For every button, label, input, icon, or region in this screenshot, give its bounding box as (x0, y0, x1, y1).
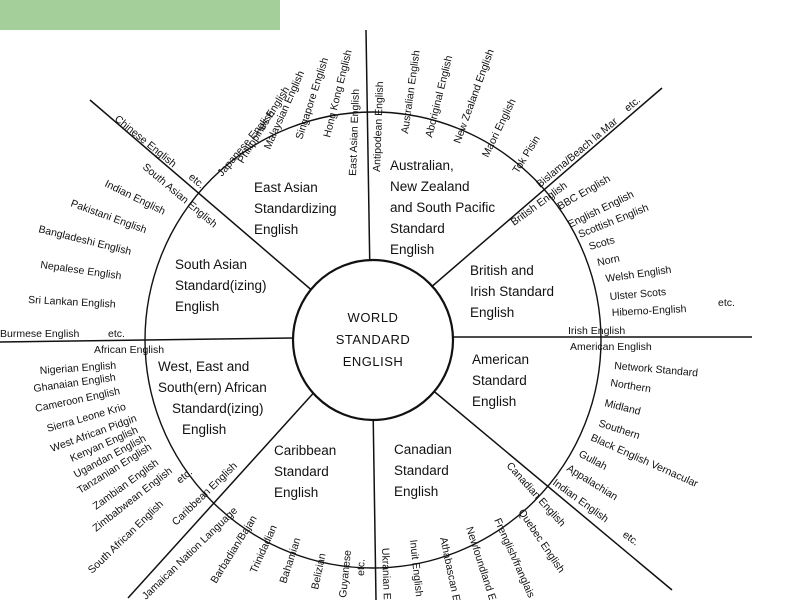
variety-label: Welsh English (605, 264, 673, 285)
region-canadian-line: English (394, 484, 438, 499)
variety-label: Midland (603, 397, 642, 418)
varieties-american: American English Network Standard Northe… (550, 341, 700, 548)
region-australian-line: English (390, 242, 434, 257)
variety-label: Australian English (399, 49, 423, 134)
region-caribbean-line: Caribbean (274, 443, 336, 458)
region-australian-line: New Zealand (390, 179, 470, 194)
region-american-line: American (472, 352, 529, 367)
region-east-asian-line: English (254, 222, 298, 237)
region-east-asian-line: East Asian (254, 180, 318, 195)
variety-label: Antipodean English (371, 81, 386, 172)
variety-label: Chinese English (112, 113, 179, 170)
region-american-line: Standard (472, 373, 527, 388)
variety-label: Irish English (568, 325, 625, 337)
variety-label: Ulster Scots (609, 286, 666, 303)
spoke-west (0, 337, 294, 343)
header-accent-bar (0, 0, 280, 30)
region-british: British and Irish Standard English (470, 263, 554, 320)
spoke-north (365, 29, 371, 279)
variety-label: Burmese English (0, 328, 80, 340)
region-african: West, East and South(ern) African Standa… (158, 359, 267, 437)
region-australian: Australian, New Zealand and South Pacifi… (390, 158, 495, 257)
variety-label: Athabascan E (437, 536, 462, 600)
variety-label: etc. (355, 559, 368, 576)
center-label: WORLD STANDARD ENGLISH (336, 310, 411, 369)
region-canadian: Canadian Standard English (394, 442, 452, 499)
region-canadian-line: Canadian (394, 442, 452, 457)
center-line-1: WORLD (348, 310, 399, 325)
variety-label: etc. (718, 297, 735, 309)
variety-label: Nigerian English (39, 360, 116, 377)
region-south-asian-line: English (175, 299, 219, 314)
region-caribbean-line: Standard (274, 464, 329, 479)
variety-label: Tok Pisin (510, 133, 543, 175)
region-british-line: Irish Standard (470, 284, 554, 299)
spoke-southeast (429, 387, 673, 591)
region-african-line: Standard(izing) (172, 401, 264, 416)
variety-label: Network Standard (614, 360, 699, 379)
variety-label: Newfoundland E (463, 525, 498, 600)
region-african-line: West, East and (158, 359, 249, 374)
center-line-2: STANDARD (336, 332, 411, 347)
region-east-asian-line: Standardizing (254, 201, 337, 216)
region-american: American Standard English (472, 352, 529, 409)
variety-label: Northern (610, 377, 652, 395)
variety-label: Scots (588, 234, 617, 253)
region-australian-line: Australian, (390, 158, 454, 173)
spoke-southwest (127, 387, 319, 599)
variety-label: African English (94, 344, 164, 356)
region-south-asian-line: South Asian (175, 257, 247, 272)
variety-label: East Asian English (347, 89, 362, 176)
variety-label: Hiberno-English (612, 303, 687, 319)
region-caribbean-line: English (274, 485, 318, 500)
variety-label: Bangladeshi English (37, 223, 132, 258)
variety-label: Sri Lankan English (28, 294, 116, 311)
region-south-asian-line: Standard(izing) (175, 278, 267, 293)
variety-label: American English (570, 341, 652, 353)
variety-label: etc. (620, 529, 641, 549)
variety-label: Inuit English (407, 539, 425, 597)
variety-label: Nepalese English (40, 259, 123, 282)
variety-label: etc. (622, 94, 643, 114)
variety-label: Ukranian E (379, 548, 393, 600)
spoke-south (372, 404, 377, 600)
region-south-asian: South Asian Standard(izing) English (175, 257, 267, 314)
region-british-line: British and (470, 263, 534, 278)
variety-label: etc. (174, 466, 195, 486)
variety-label: Bahamian (277, 536, 303, 585)
region-african-line: South(ern) African (158, 380, 267, 395)
variety-label: Belizian (309, 552, 328, 591)
variety-label: New Zealand English (452, 48, 497, 145)
center-circle (291, 258, 455, 422)
region-american-line: English (472, 394, 516, 409)
variety-label: Guyanese (337, 549, 354, 598)
variety-label: Norn (596, 252, 621, 269)
region-british-line: English (470, 305, 514, 320)
center-line-3: ENGLISH (343, 354, 404, 369)
varieties-african: African English Nigerian English Ghanaia… (33, 344, 195, 576)
outer-ring (144, 111, 602, 569)
region-australian-line: Standard (390, 221, 445, 236)
region-australian-line: and South Pacific (390, 200, 495, 215)
varieties-caribbean: Caribbean English etc. Guyanese Belizian… (140, 460, 368, 600)
variety-label: etc. (108, 328, 125, 340)
region-east-asian: East Asian Standardizing English (254, 180, 337, 237)
region-african-line: English (182, 422, 226, 437)
varieties-canadian: Canadian English Quebec English Frenglis… (379, 460, 568, 600)
varieties-british: British English BBC English English Engl… (509, 173, 735, 337)
region-caribbean: Caribbean Standard English (274, 443, 336, 500)
spoke-northwest (89, 99, 316, 294)
spoke-northeast (421, 87, 663, 296)
region-canadian-line: Standard (394, 463, 449, 478)
